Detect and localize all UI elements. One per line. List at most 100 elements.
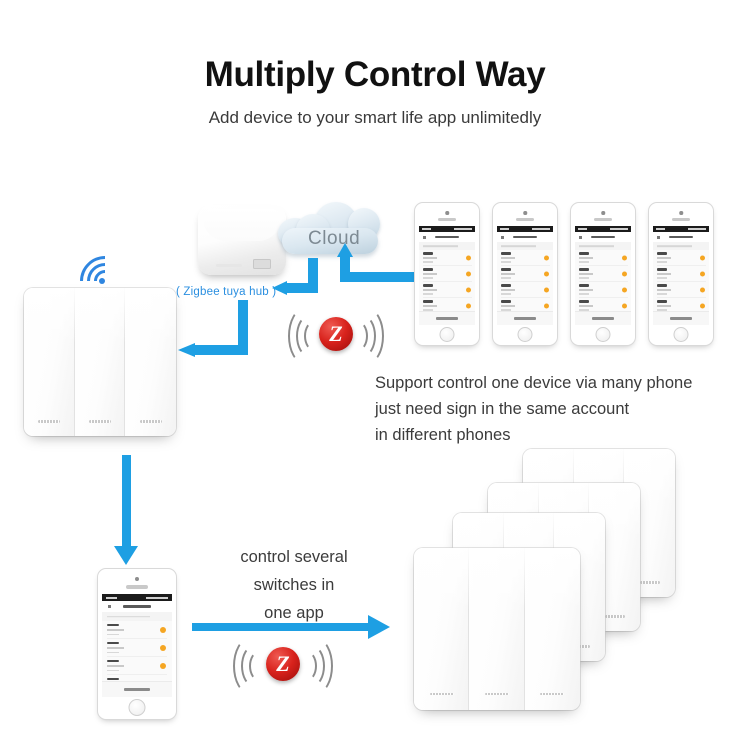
schedule-toggle-indicator[interactable] [543,287,549,293]
list-item[interactable] [419,250,476,266]
schedule-toggle-indicator[interactable] [160,663,167,669]
phone-screen[interactable] [652,226,710,325]
list-item[interactable] [102,621,171,639]
phone-home-button[interactable] [595,327,611,342]
page-subtitle: Add device to your smart life app unlimi… [208,108,542,127]
schedule-toggle-indicator[interactable] [621,287,627,293]
zigbee-logo-glyph: Z [266,647,300,681]
schedule-toggle-indicator[interactable] [699,255,705,261]
schedule-toggle-indicator[interactable] [699,303,705,309]
caption-line: one app [264,604,324,622]
app-header-title [513,235,537,239]
hub-usb-port [253,258,272,269]
schedule-toggle-indicator[interactable] [465,271,471,277]
back-icon[interactable] [423,235,427,239]
phone-camera [601,211,605,215]
phone-earpiece [594,218,612,221]
phone-home-button[interactable] [439,327,455,342]
schedule-toggle-indicator[interactable] [621,303,627,309]
wall-switch-stack-item[interactable] [414,548,580,710]
app-header-bar [574,232,632,242]
phone-device[interactable] [570,202,636,346]
zigbee-logo-glyph: Z [319,317,353,351]
switch-gang-indicator [639,581,660,584]
schedule-toggle-indicator[interactable] [160,627,167,633]
app-subtitle-bar [418,242,476,250]
caption-line: just need sign in the same account [375,400,630,418]
phone-device[interactable] [492,202,558,346]
list-item[interactable] [102,657,171,675]
schedule-toggle-indicator[interactable] [621,255,627,261]
phone-home-button[interactable] [517,327,533,342]
switch-gang-indicator [89,420,111,423]
phone-earpiece [126,585,148,589]
phone-screen[interactable] [418,226,476,325]
app-subtitle-bar [496,242,554,250]
phone-home-button[interactable] [673,327,689,342]
app-header-bar [102,601,172,612]
zigbee-signal-icon: Z [286,306,386,364]
list-item[interactable] [575,282,632,298]
app-header-bar [652,232,710,242]
phone-screen[interactable] [574,226,632,325]
app-header-bar [496,232,554,242]
switch-gang-2[interactable] [469,548,525,710]
add-schedule-button[interactable] [418,311,476,325]
switch-gang-1[interactable] [24,288,75,436]
list-item[interactable] [575,250,632,266]
switch-gang-indicator [139,420,162,423]
schedule-toggle-indicator[interactable] [543,271,549,277]
phone-screen[interactable] [102,594,172,697]
add-schedule-button[interactable] [652,311,710,325]
phone-device[interactable] [97,568,177,720]
switch-gang-3[interactable] [125,288,176,436]
list-item[interactable] [653,282,710,298]
schedule-toggle-indicator[interactable] [699,271,705,277]
app-subtitle-bar [574,242,632,250]
wall-switch-3-gang[interactable] [24,288,176,436]
app-header-title [435,235,459,239]
phone-device[interactable] [414,202,480,346]
phone-camera [135,577,139,581]
back-icon[interactable] [579,235,583,239]
switch-gang-3[interactable] [524,548,580,710]
back-icon[interactable] [657,235,661,239]
back-icon[interactable] [107,605,111,609]
schedule-toggle-indicator[interactable] [160,645,167,651]
list-item[interactable] [653,266,710,282]
back-icon[interactable] [501,235,505,239]
switch-gang-2[interactable] [74,288,126,436]
status-bar [418,226,476,232]
switch-gang-indicator [429,692,454,696]
schedule-toggle-indicator[interactable] [465,303,471,309]
schedule-toggle-indicator[interactable] [621,271,627,277]
phone-device[interactable] [648,202,714,346]
phone-home-button[interactable] [128,699,146,716]
list-item[interactable] [497,282,554,298]
list-item[interactable] [419,266,476,282]
phone-screen[interactable] [496,226,554,325]
list-item[interactable] [419,282,476,298]
app-header-title [591,235,615,239]
switch-gang-indicator [540,692,565,696]
list-item[interactable] [102,639,171,657]
phone-camera [523,211,527,215]
list-item[interactable] [497,250,554,266]
schedule-toggle-indicator[interactable] [465,287,471,293]
list-item[interactable] [497,266,554,282]
add-schedule-button[interactable] [496,311,554,325]
switch-gang-1[interactable] [414,548,470,710]
list-item[interactable] [653,250,710,266]
zigbee-hub-device [198,205,286,275]
add-schedule-button[interactable] [574,311,632,325]
schedule-toggle-indicator[interactable] [699,287,705,293]
schedule-toggle-indicator[interactable] [465,255,471,261]
schedule-toggle-indicator[interactable] [543,255,549,261]
schedule-toggle-indicator[interactable] [543,303,549,309]
list-item[interactable] [575,266,632,282]
caption-line: Support control one device via many phon… [375,374,693,392]
add-schedule-button[interactable] [102,681,172,697]
app-header-bar [418,232,476,242]
switch-gang-indicator [38,420,61,423]
